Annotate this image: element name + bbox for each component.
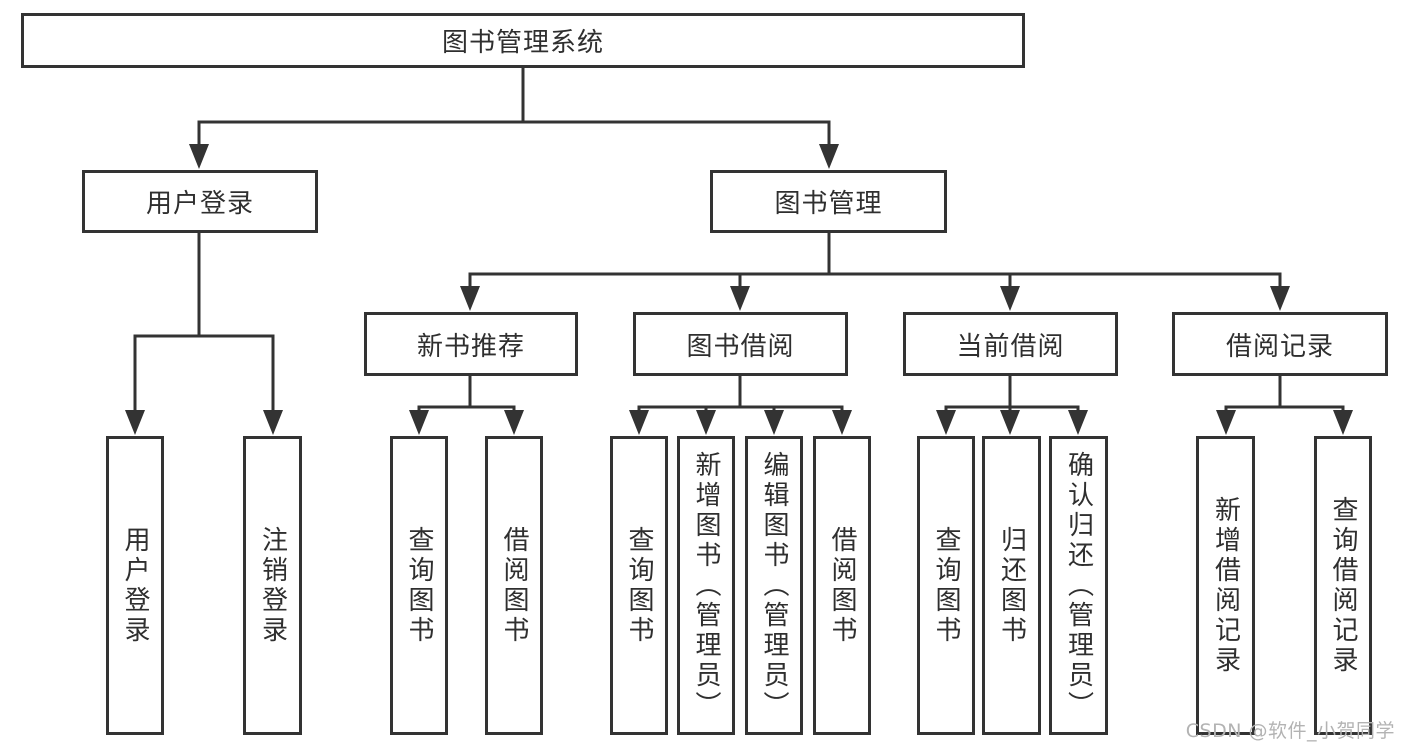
node-label: 确认归还（管理员） (1063, 450, 1094, 721)
node-leaf-borrow-books-borrowing: 借阅图书 (813, 436, 871, 735)
node-leaf-add-borrow-record: 新增借阅记录 (1196, 436, 1255, 735)
node-label: 借阅图书 (827, 525, 857, 646)
connector-arrows (125, 144, 1353, 435)
node-leaf-user-login: 用户登录 (106, 436, 164, 735)
node-current-borrowing: 当前借阅 (903, 312, 1118, 376)
node-leaf-edit-book-admin: 编辑图书（管理员） (745, 436, 803, 735)
node-label: 编辑图书（管理员） (759, 450, 789, 721)
node-label: 借阅记录 (1225, 331, 1334, 362)
node-label: 新增图书（管理员） (691, 450, 721, 721)
node-leaf-add-book-admin: 新增图书（管理员） (677, 436, 735, 735)
node-label: 当前借阅 (956, 331, 1065, 362)
node-label: 用户登录 (145, 189, 254, 219)
node-label: 图书管理系统 (441, 28, 604, 58)
node-label: 归还图书 (996, 525, 1027, 646)
node-label: 查询图书 (624, 525, 654, 646)
node-label: 新增借阅记录 (1210, 495, 1241, 676)
node-label: 借阅图书 (499, 525, 529, 646)
node-leaf-query-books-recommend: 查询图书 (390, 436, 448, 735)
node-borrowing-records: 借阅记录 (1172, 312, 1388, 376)
node-label: 图书借阅 (686, 331, 795, 362)
node-label: 新书推荐 (416, 331, 525, 362)
node-label: 查询图书 (404, 525, 434, 646)
node-label: 查询借阅记录 (1328, 495, 1358, 676)
node-new-book-recommendation: 新书推荐 (364, 312, 578, 376)
node-leaf-borrow-books-recommend: 借阅图书 (485, 436, 543, 735)
node-leaf-query-borrow-record: 查询借阅记录 (1314, 436, 1372, 735)
node-leaf-confirm-return-admin: 确认归还（管理员） (1049, 436, 1108, 735)
node-label: 用户登录 (120, 525, 150, 646)
node-label: 图书管理 (774, 189, 883, 219)
node-leaf-query-books-current: 查询图书 (917, 436, 975, 735)
node-library-management-system: 图书管理系统 (21, 13, 1025, 68)
node-leaf-return-book: 归还图书 (982, 436, 1041, 735)
node-label: 注销登录 (257, 525, 288, 646)
node-user-login: 用户登录 (82, 170, 318, 233)
watermark-text: CSDN @软件_小贺同学 (1185, 720, 1395, 742)
node-book-borrowing: 图书借阅 (633, 312, 848, 376)
node-leaf-logout: 注销登录 (243, 436, 302, 735)
node-book-management: 图书管理 (710, 170, 947, 233)
node-label: 查询图书 (931, 525, 961, 646)
node-leaf-query-books-borrowing: 查询图书 (610, 436, 668, 735)
